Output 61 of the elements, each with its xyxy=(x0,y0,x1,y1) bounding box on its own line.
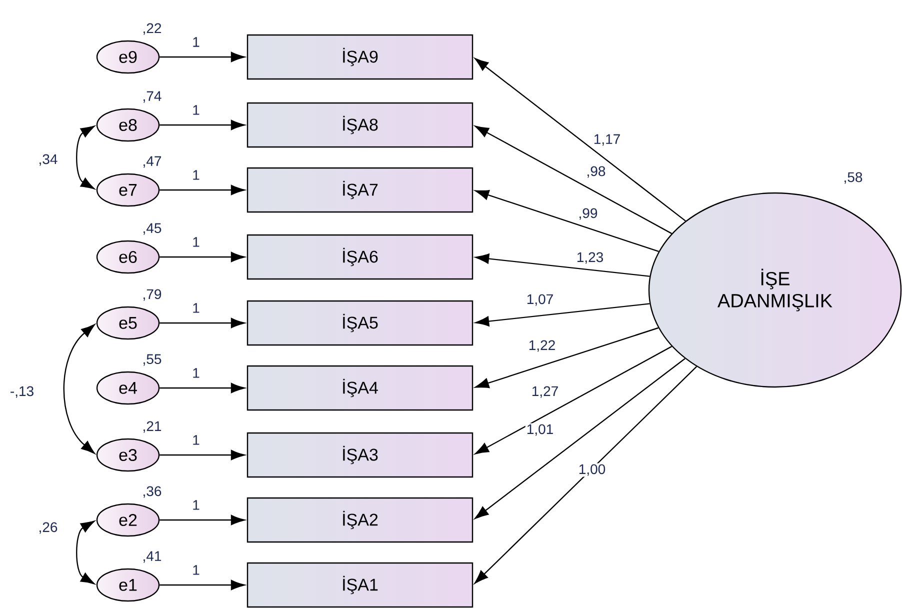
edge-label: ,98 xyxy=(588,166,606,178)
edge-label: 1,23 xyxy=(577,252,603,264)
covariance-arrow xyxy=(76,520,95,584)
edge-label: 1 xyxy=(193,500,200,510)
variance-label: ,79 xyxy=(144,289,162,301)
edge-label: 1 xyxy=(193,37,200,47)
edge-label: 1 xyxy=(193,105,200,115)
loading-arrow xyxy=(475,303,650,326)
edge-label: 1,22 xyxy=(529,340,555,352)
indicator-box: İŞA5 xyxy=(246,300,474,346)
loading-arrow xyxy=(474,358,686,519)
variance-label: ,47 xyxy=(144,156,162,168)
edge-label: ,34 xyxy=(40,154,58,166)
edge-label: 1 xyxy=(193,237,200,247)
arrow xyxy=(160,184,245,196)
variance-label: ,74 xyxy=(144,91,162,103)
indicator-box: İŞA7 xyxy=(246,167,474,213)
indicator-box: İŞA4 xyxy=(246,365,474,411)
arrow xyxy=(160,52,245,62)
edge-label: 1 xyxy=(193,565,200,575)
loading-arrow xyxy=(474,346,672,454)
arrow xyxy=(160,382,245,394)
covariance-arrow xyxy=(76,126,95,190)
indicator-box: İŞA3 xyxy=(246,432,474,478)
edge-label: ,26 xyxy=(40,522,58,534)
edge-label: 1 xyxy=(193,368,200,378)
variance-label: ,21 xyxy=(144,421,162,433)
variance-label: ,41 xyxy=(144,551,162,563)
loading-arrow xyxy=(475,254,650,277)
edge-label: 1,07 xyxy=(527,294,553,306)
variance-label: ,22 xyxy=(144,23,162,35)
arrow xyxy=(160,252,245,262)
indicator-box: İŞA2 xyxy=(246,497,474,543)
edge-label: 1,27 xyxy=(532,386,558,398)
edge-label: ,99 xyxy=(580,208,598,220)
indicator-box: İŞA9 xyxy=(246,34,474,80)
indicator-box: İŞA8 xyxy=(246,102,474,148)
edge-label: 1 xyxy=(193,435,200,445)
loading-arrow xyxy=(475,190,659,252)
loading-arrow xyxy=(475,327,659,388)
variance-label: ,36 xyxy=(144,486,162,498)
edge-label: 1 xyxy=(193,303,200,313)
arrow xyxy=(160,318,245,328)
arrow xyxy=(160,450,245,460)
covariance-arrow xyxy=(63,324,95,454)
arrow xyxy=(160,514,245,526)
loading-arrow xyxy=(474,58,686,222)
edge-label: 1,00 xyxy=(579,464,606,476)
loading-arrow xyxy=(474,126,672,234)
variance-label: ,45 xyxy=(144,223,162,235)
indicator-box: İŞA1 xyxy=(246,562,474,608)
arrow xyxy=(160,120,245,130)
edge-label: 1 xyxy=(193,170,200,180)
arrow xyxy=(160,580,245,590)
edge-label: -,13 xyxy=(10,386,34,398)
variance-label: ,55 xyxy=(144,354,162,366)
loading-arrow xyxy=(474,366,698,584)
edge-label: 1,01 xyxy=(527,424,553,436)
variance-label: ,58 xyxy=(844,172,862,184)
edge-label: 1,17 xyxy=(594,134,620,146)
indicator-box: İŞA6 xyxy=(246,234,474,280)
